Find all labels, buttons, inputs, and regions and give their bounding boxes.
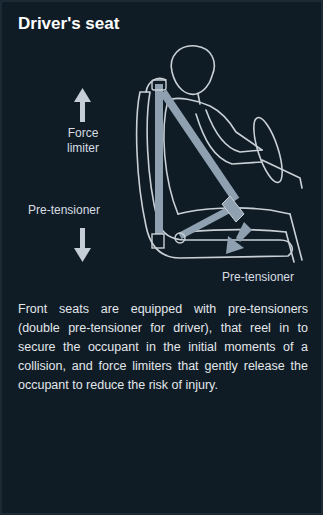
part-label: Force limiter: [52, 126, 114, 156]
part-label: Pre-tensioner: [208, 270, 308, 285]
seat-outline: [137, 46, 302, 262]
force-arrows: [74, 88, 91, 262]
pretensioner-arrow: [226, 222, 252, 254]
title: Driver's seat: [18, 14, 119, 34]
part-label: Pre-tensioner: [14, 203, 114, 218]
body-text: Front seats are equipped with pre-tensio…: [18, 300, 308, 395]
seatbelt: [152, 80, 244, 248]
